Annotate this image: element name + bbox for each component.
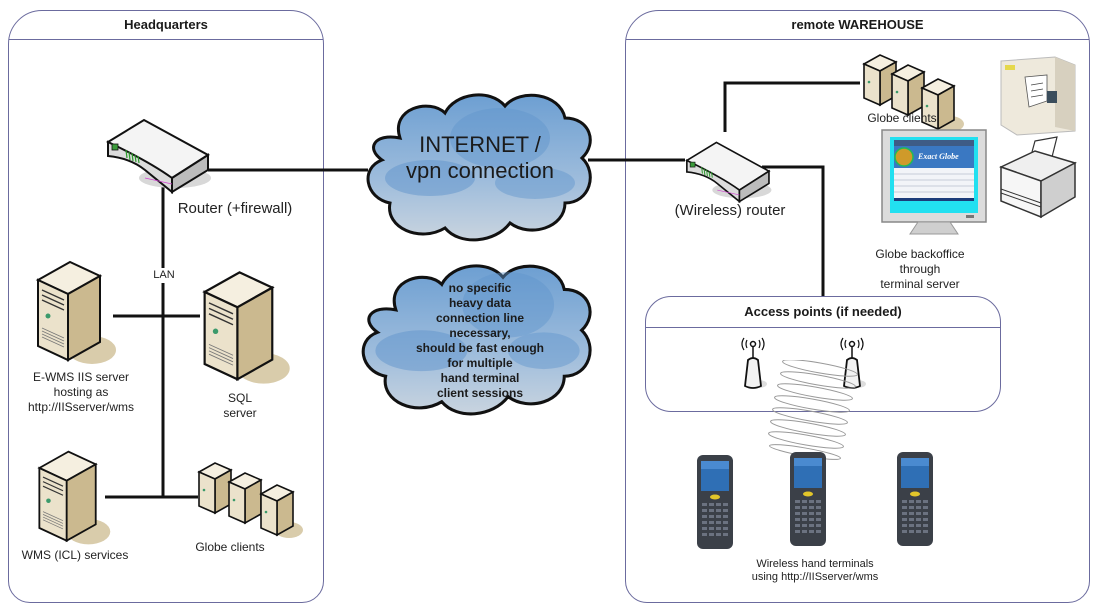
access-point-icon [741,337,767,389]
note-line: heavy data [448,296,512,310]
internet-cloud-line: INTERNET / [419,132,541,157]
warehouse-globe-clients-label: Globe clients [867,111,937,125]
client-tower [259,484,303,538]
note-cloud-text: no specific heavy data connection line n… [380,281,580,401]
laser-printer-icon [999,136,1077,219]
ewms-label-line: E-WMS IIS server [32,370,129,384]
hq-router-label: Router (+firewall) [177,200,293,217]
hq-globe-clients-label: Globe clients [195,540,265,554]
note-cloud-icon [361,264,592,416]
internet-cloud-line: vpn connection [406,158,554,183]
wireless-signal-icon [768,360,858,460]
hand-terminals-label-line: Wireless hand terminals [756,558,874,570]
label-printer-icon [1000,56,1076,136]
internet-cloud-icon [366,93,592,242]
warehouse-globe-clients-icon [862,54,964,132]
monitor-screen-title: Exact Globe [917,152,959,161]
note-line: necessary, [449,326,511,340]
lan-label: LAN [150,268,178,283]
ewms-label-line: http://IISserver/wms [27,400,135,414]
warehouse-title: remote WAREHOUSE [626,11,1089,40]
backoffice-monitor-icon: Exact Globe [881,129,987,235]
hand-terminal-icon [790,452,826,546]
sql-server-icon [202,271,290,384]
backoffice-label: Globe backoffice through terminal server [860,247,980,292]
hand-terminal-icon [697,455,733,549]
wireless-router-icon [685,141,772,204]
note-line: connection line [435,311,524,325]
client-tower [197,462,233,515]
hand-terminals-label: Wireless hand terminals using http://IIS… [735,558,895,584]
ewms-server-label: E-WMS IIS server hosting as http://IISse… [6,370,156,415]
access-point-icon [840,337,866,389]
sql-label-line: SQL [227,391,252,405]
backoffice-label-line: Globe backoffice [875,247,965,261]
sql-server-label: SQL server [205,391,275,421]
ewms-label-line: hosting as [53,385,109,399]
wireless-router-label: (Wireless) router [674,202,786,219]
ewms-server-icon [35,260,116,364]
router-icon [106,118,211,195]
note-line: hand terminal [440,371,520,385]
wms-services-server-icon [37,450,111,545]
warehouse-panel: remote WAREHOUSE [625,10,1090,603]
backoffice-label-line: through [899,262,941,276]
hand-terminals-label-line: using http://IISserver/wms [751,571,879,583]
client-tower [920,78,964,132]
internet-cloud-text: INTERNET / vpn connection [360,132,600,184]
client-tower [227,472,263,525]
router-to-access-points-line [762,165,825,296]
note-line: client sessions [436,386,524,400]
headquarters-panel: Headquarters [8,10,324,603]
access-points-title: Access points (if needed) [646,297,1000,328]
backoffice-label-line: terminal server [880,277,960,291]
wms-services-label: WMS (ICL) services [21,548,129,562]
access-points-panel: Access points (if needed) [645,296,1001,412]
client-tower [890,64,926,117]
note-line: should be fast enough [416,341,544,355]
hq-globe-clients-icon [197,462,303,538]
note-line: for multiple [447,356,513,370]
router-to-globe-clients-line [723,81,860,132]
sql-label-line: server [223,406,257,420]
hand-terminal-icon [897,452,933,546]
headquarters-title: Headquarters [9,11,323,40]
note-line: no specific [448,281,512,295]
